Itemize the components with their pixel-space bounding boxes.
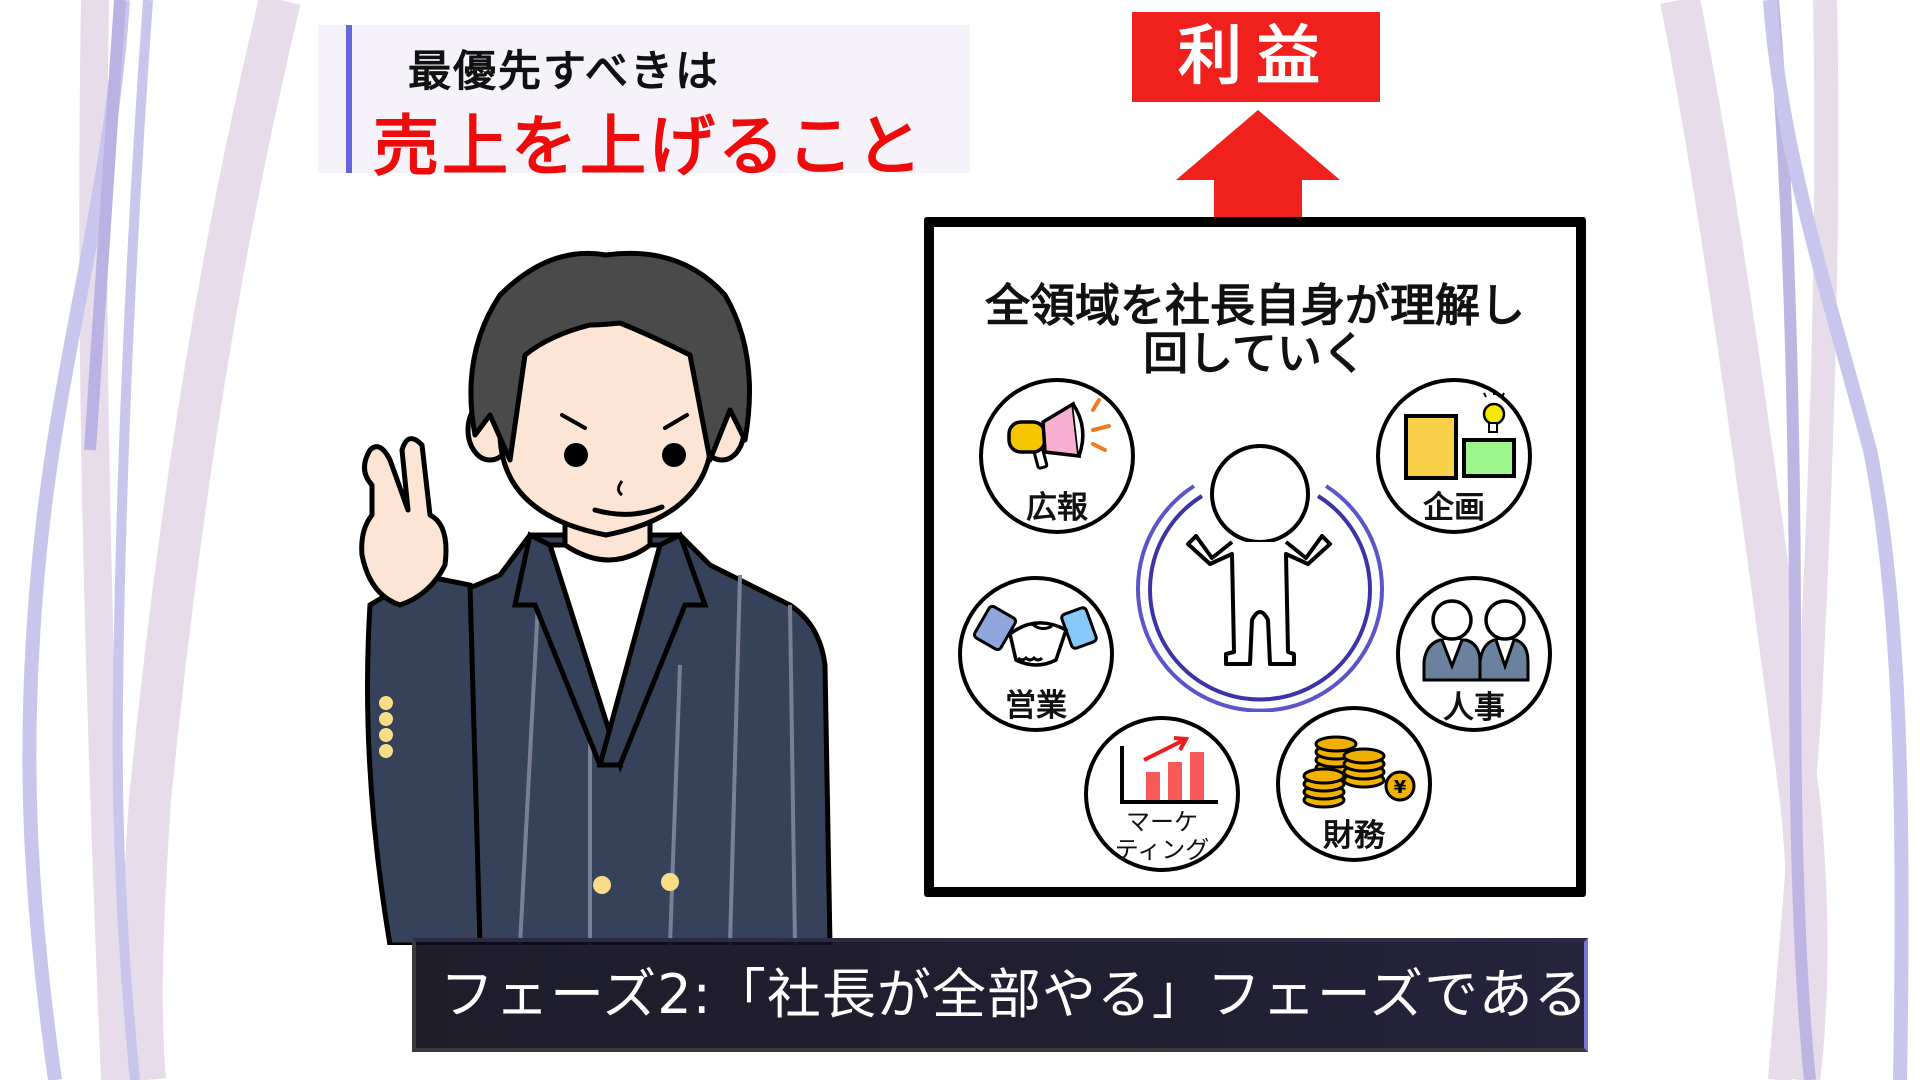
- dept-label: 営業: [1005, 688, 1067, 724]
- svg-text:¥: ¥: [1394, 777, 1407, 798]
- headline-subtitle: 最優先すべきは: [408, 47, 720, 97]
- headline-title: 売上を上げること: [373, 108, 925, 185]
- board-title-line2: 回していく: [1143, 327, 1367, 380]
- handshake-icon: [972, 604, 1098, 667]
- idea-board-icon: [1404, 391, 1516, 480]
- businessman-illustration: [359, 250, 833, 945]
- dept-finance: ¥ 財務: [1276, 706, 1432, 862]
- dept-label: 企画: [1423, 490, 1485, 526]
- dept-label-line2: ティング: [1114, 836, 1210, 864]
- dept-label: マーケ ティング: [1088, 808, 1236, 864]
- board-title-line1: 全領域を社長自身が理解し: [984, 279, 1525, 332]
- headline-accent-bar: [346, 25, 352, 173]
- headline-card: 最優先すべきは 売上を上げること: [318, 25, 970, 185]
- dept-label: 財務: [1323, 818, 1385, 854]
- dept-label: 人事: [1443, 690, 1505, 726]
- dept-label-line1: マーケ: [1126, 808, 1198, 836]
- megaphone-icon: [1007, 398, 1111, 470]
- profit-label: 利益: [1132, 12, 1380, 102]
- board-title: 全領域を社長自身が理解し 回していく: [934, 282, 1576, 378]
- dept-marketing: マーケ ティング: [1084, 716, 1240, 872]
- people-icon: [1422, 599, 1530, 682]
- dept-planning: 企画: [1376, 378, 1532, 534]
- dept-hr: 人事: [1396, 576, 1552, 732]
- caption-bar: フェーズ2:「社長が全部やる」フェーズである: [412, 938, 1588, 1052]
- dept-pr: 広報: [979, 378, 1135, 534]
- person-icon: [1136, 444, 1384, 712]
- dept-label: 広報: [1026, 490, 1088, 526]
- coins-yen-icon: ¥: [1302, 735, 1416, 809]
- caption-text: フェーズ2:「社長が全部やる」フェーズである: [440, 963, 1589, 1026]
- bar-chart-icon: [1120, 736, 1218, 804]
- dept-sales: 営業: [958, 576, 1114, 732]
